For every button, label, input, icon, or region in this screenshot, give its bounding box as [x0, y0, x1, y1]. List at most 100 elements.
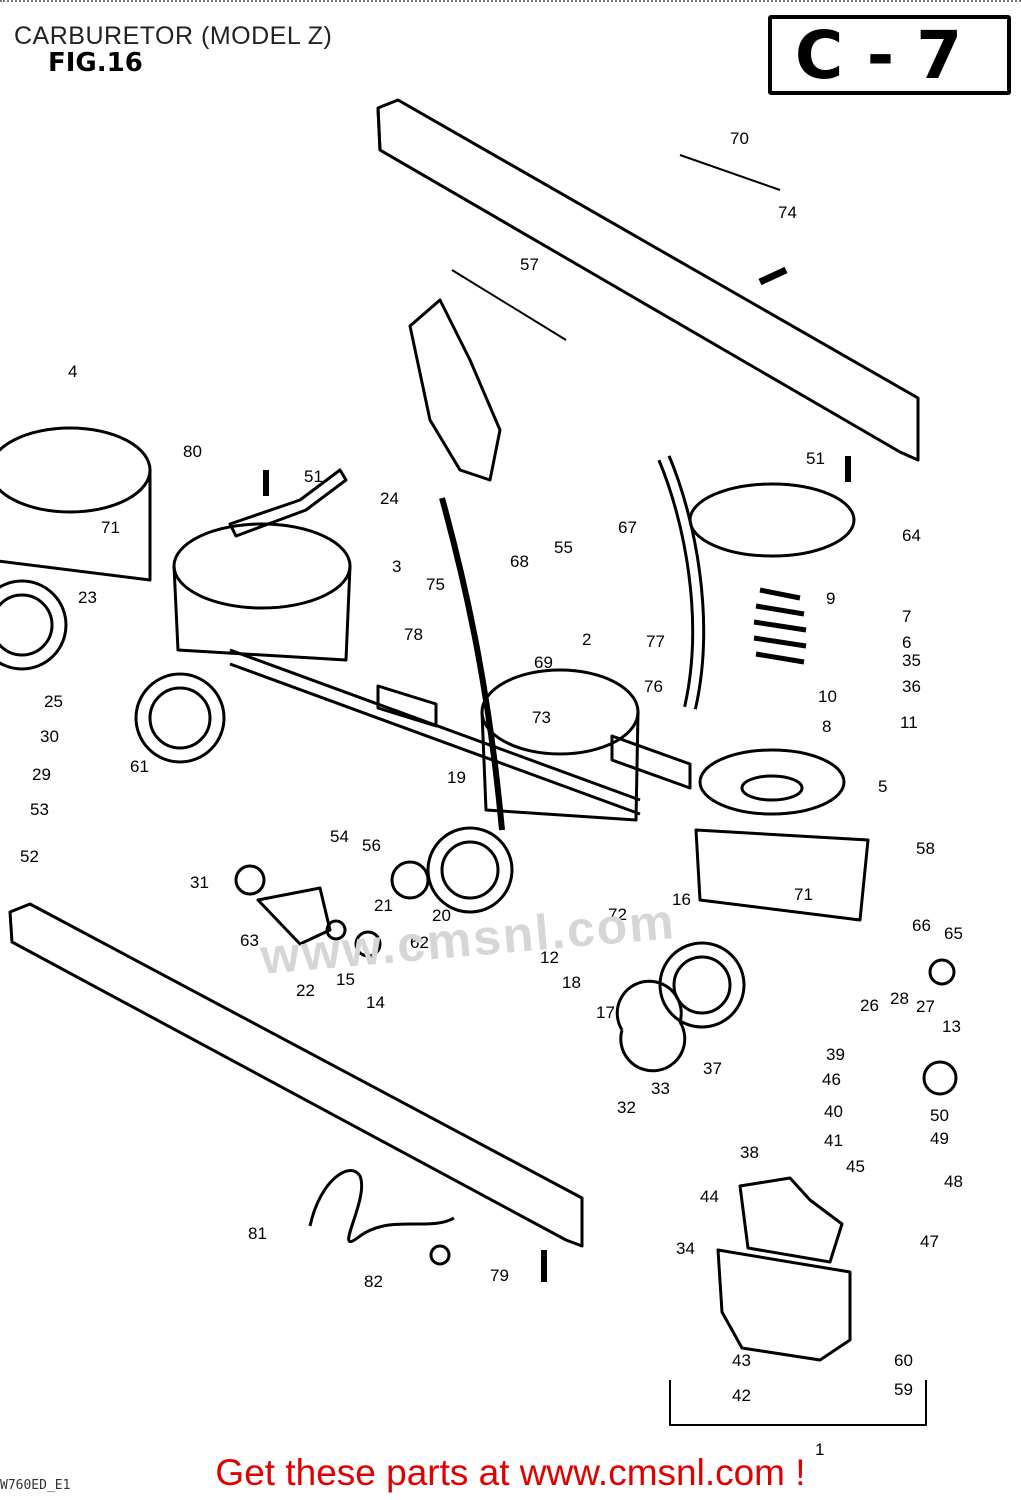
part-callout-26: 26	[860, 996, 879, 1015]
part-callout-31: 31	[190, 873, 209, 892]
float-bowl	[716, 1248, 852, 1362]
part-callout-28: 28	[890, 989, 909, 1008]
part-callout-75: 75	[426, 575, 445, 594]
carb-4-top-cap	[0, 426, 152, 514]
callout-labels: 1234567891011121314151617181920212223242…	[20, 129, 963, 1459]
part-callout-57: 57	[520, 255, 539, 274]
top-dotted-rule	[0, 0, 1021, 4]
part-callout-53: 53	[30, 800, 49, 819]
part-callout-41: 41	[824, 1131, 843, 1150]
part-callout-34: 34	[676, 1239, 695, 1258]
carb-2-top-cap	[480, 668, 640, 756]
part-callout-45: 45	[846, 1157, 865, 1176]
part-callout-42: 42	[732, 1386, 751, 1405]
part-callout-50: 50	[930, 1106, 949, 1125]
part-callout-36: 36	[902, 677, 921, 696]
part-callout-71: 71	[101, 518, 120, 537]
part-callout-72: 72	[608, 905, 627, 924]
section-code: C-7	[794, 16, 985, 94]
part-callout-69: 69	[534, 653, 553, 672]
plate-33	[615, 979, 687, 1073]
part-callout-6: 6	[902, 633, 911, 652]
part-callout-62: 62	[410, 933, 429, 952]
part-callout-32: 32	[617, 1098, 636, 1117]
carb-2-intake	[426, 826, 514, 914]
carb-3-top-cap	[172, 522, 352, 610]
part-callout-63: 63	[240, 931, 259, 950]
part-callout-58: 58	[916, 839, 935, 858]
part-callout-24: 24	[380, 489, 399, 508]
part-callout-9: 9	[826, 589, 835, 608]
cap-13	[922, 1060, 958, 1096]
part-callout-79: 79	[490, 1266, 509, 1285]
part-callout-68: 68	[510, 552, 529, 571]
gasket-63	[234, 864, 266, 896]
part-callout-43: 43	[732, 1351, 751, 1370]
fuel-tee-78	[376, 684, 438, 728]
part-callout-47: 47	[920, 1232, 939, 1251]
carb-3-intake	[134, 672, 226, 764]
figure-number: FIG.16	[48, 48, 143, 78]
part-callout-74: 74	[778, 203, 797, 222]
carb-1-diaphragm	[698, 748, 846, 816]
part-callout-55: 55	[554, 538, 573, 557]
part-callout-64: 64	[902, 526, 921, 545]
gasket-62	[390, 860, 430, 900]
carb-4-intake	[0, 579, 68, 671]
part-callout-51: 51	[806, 449, 825, 468]
part-callout-70: 70	[730, 129, 749, 148]
part-callout-78: 78	[404, 625, 423, 644]
footer-link[interactable]: Get these parts at www.cmsnl.com !	[215, 1452, 806, 1493]
part-callout-56: 56	[362, 836, 381, 855]
part-callout-44: 44	[700, 1187, 719, 1206]
carb-1-top-cap	[688, 482, 856, 558]
throttle-cable	[439, 497, 505, 831]
washer-82	[429, 1244, 451, 1266]
part-callout-59: 59	[894, 1380, 913, 1399]
bracket-24	[228, 468, 348, 538]
screw-74	[758, 266, 788, 286]
part-callout-18: 18	[562, 973, 581, 992]
part-callout-35: 35	[902, 651, 921, 670]
part-callout-46: 46	[822, 1070, 841, 1089]
carb-1-spring	[753, 587, 807, 665]
part-callout-54: 54	[330, 827, 349, 846]
seal-14	[354, 930, 382, 958]
throttle-bracket	[408, 298, 502, 482]
part-callout-80: 80	[183, 442, 202, 461]
part-callout-39: 39	[826, 1045, 845, 1064]
part-callout-29: 29	[32, 765, 51, 784]
bracket-22	[256, 886, 332, 946]
part-callout-66: 66	[912, 916, 931, 935]
part-callout-20: 20	[432, 906, 451, 925]
part-callout-7: 7	[902, 607, 911, 626]
part-callout-10: 10	[818, 687, 837, 706]
part-callout-14: 14	[366, 993, 385, 1012]
cap-65	[928, 958, 956, 986]
top-mounting-plate	[376, 98, 920, 462]
part-callout-5: 5	[878, 777, 887, 796]
choke-spring	[308, 1169, 455, 1244]
part-callout-60: 60	[894, 1351, 913, 1370]
part-callout-52: 52	[20, 847, 39, 866]
part-callout-48: 48	[944, 1172, 963, 1191]
part-callout-77: 77	[646, 632, 665, 651]
part-callout-23: 23	[78, 588, 97, 607]
part-callout-8: 8	[822, 717, 831, 736]
part-callout-16: 16	[672, 890, 691, 909]
part-callout-76: 76	[644, 677, 663, 696]
part-callout-22: 22	[296, 981, 315, 1000]
drawing-stamp: W760ED_E1	[0, 1478, 71, 1493]
bottom-mounting-plate	[8, 902, 584, 1248]
part-callout-25: 25	[44, 692, 63, 711]
part-callout-13: 13	[942, 1017, 961, 1036]
page-title: CARBURETOR (MODEL Z)	[14, 22, 333, 50]
part-callout-73: 73	[532, 708, 551, 727]
part-callout-2: 2	[582, 630, 591, 649]
part-callout-21: 21	[374, 896, 393, 915]
part-callout-11: 11	[900, 713, 918, 732]
part-callout-17: 17	[596, 1003, 615, 1022]
part-callout-15: 15	[336, 970, 355, 989]
part-callout-4: 4	[68, 362, 77, 381]
